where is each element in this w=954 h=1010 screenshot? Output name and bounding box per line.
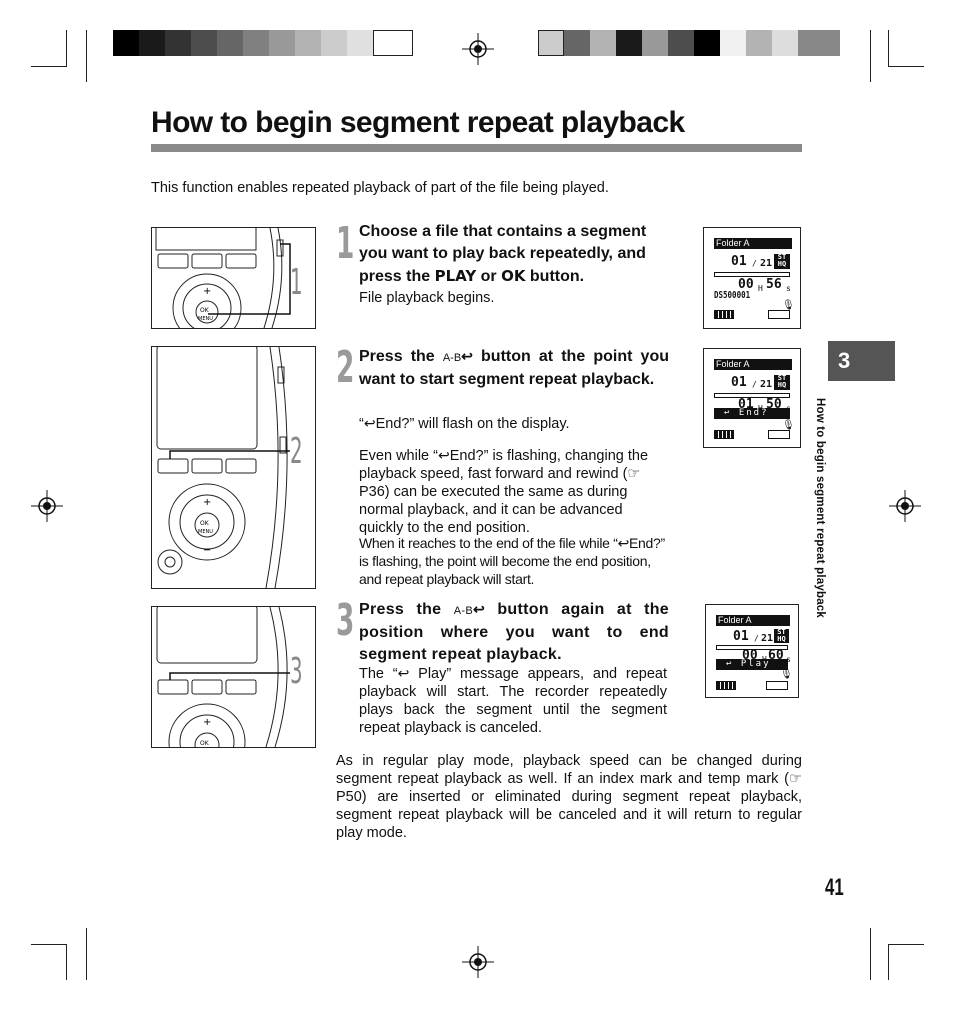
svg-text:+: + [203,286,211,297]
step-body-2: Even while “↩End?” is flashing, changing… [359,447,649,536]
device-figure-step-1: OK MENU + 1 [151,227,316,329]
svg-text:OK: OK [200,307,210,314]
microphone-icon: 🎙 [782,300,795,311]
figure-callout: 3 [290,651,303,692]
svg-text:−: − [203,545,211,556]
side-chapter-label: How to begin segment repeat playback [814,398,826,619]
pointing-hand-icon: ☞ [627,466,641,482]
repeat-arrow-icon: ↩ [437,447,450,463]
title-rule [151,144,802,152]
svg-text:OK: OK [200,520,210,527]
step-heading: Press the A-B↩ button again at the posit… [359,601,670,663]
chapter-tab: 3 [828,341,895,381]
lcd-time-minutes: 56 [766,277,782,292]
svg-text:OK: OK [200,740,210,747]
battery-icon [714,430,734,439]
step-number: 2 [336,342,354,393]
lcd-file-number: 01 [733,629,749,644]
svg-text:+: + [203,497,211,508]
repeat-arrow-icon: ↩ [461,348,473,364]
registration-mark-icon [889,490,921,522]
step-body-1: “↩End?” will flash on the display. [359,415,570,432]
svg-text:MENU: MENU [198,529,213,535]
lcd-file-total: 21 [761,633,774,644]
device-figure-step-2: OK MENU + − 2 [151,346,316,589]
step-body: File playback begins. [359,290,495,306]
lcd-progress-bar [714,393,790,398]
lcd-file-name: DS500001 [714,290,751,301]
lcd-indicator-box [766,681,788,690]
lcd-progress-bar [714,272,790,277]
page-title: How to begin segment repeat playback [151,106,685,139]
lcd-indicator-box [768,430,790,439]
lcd-file-total: 21 [760,379,773,390]
step-heading: Press the A-B↩ button at the point you w… [359,348,669,388]
registration-mark-icon [462,33,494,65]
lcd-folder: Folder A [714,238,792,249]
device-figure-step-3: OK + 3 [151,606,316,748]
repeat-arrow-icon: ↩ [397,665,410,681]
repeat-arrow-icon: ↩ [363,415,376,431]
registration-mark-icon [462,946,494,978]
figure-callout: 2 [290,431,303,472]
lcd-time-hours: 00 [738,277,754,292]
svg-text:MENU: MENU [198,316,213,322]
repeat-arrow-icon: ↩ [472,601,485,617]
lcd-folder: Folder A [714,359,792,370]
step-body-3: When it reaches to the end of the file w… [359,535,665,587]
battery-icon [714,310,734,319]
lcd-progress-bar [716,645,788,650]
lcd-file-total: 21 [760,258,773,269]
step-body: The “↩ Play” message appears, and repeat… [359,665,668,736]
figure-callout: 1 [290,262,303,303]
battery-icon [716,681,736,690]
repeat-arrow-icon: ↩ [724,408,739,418]
lcd-message: ↩ End? [714,408,790,419]
lcd-indicator-box [768,310,790,319]
registration-mark-icon [31,490,63,522]
lcd-folder: Folder A [716,615,790,626]
pointing-hand-icon: ☞ [789,771,802,787]
repeat-arrow-icon: ↩ [617,535,630,551]
step-heading: Choose a file that contains a segment yo… [359,223,647,285]
lcd-message: ↩ Play [716,659,788,670]
svg-text:+: + [203,717,211,728]
page-number: 41 [825,874,844,901]
closing-paragraph: As in regular play mode, playback speed … [336,753,802,841]
step-number: 1 [336,218,354,269]
lcd-file-number: 01 [731,375,747,390]
lcd-file-number: 01 [731,254,747,269]
microphone-icon: 🎙 [782,420,795,431]
step-number: 3 [336,595,354,646]
intro-text: This function enables repeated playback … [151,180,609,196]
repeat-arrow-icon: ↩ [726,659,741,669]
microphone-icon: 🎙 [780,669,793,680]
